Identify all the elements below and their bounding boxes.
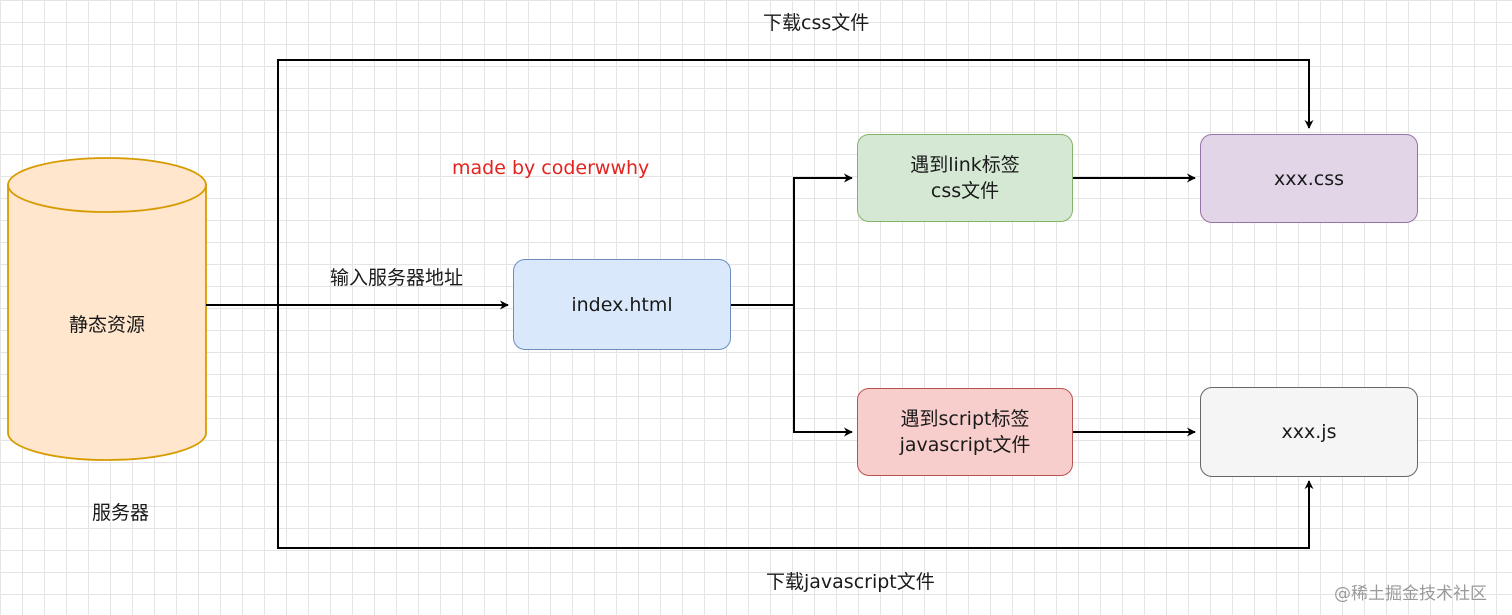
node-link-tag[interactable]: 遇到link标签 css文件 <box>857 134 1073 222</box>
static-resources-database[interactable] <box>7 157 207 461</box>
edge-label-input-address: 输入服务器地址 <box>330 267 464 289</box>
node-index-html[interactable]: index.html <box>513 259 731 350</box>
credit-text: made by coderwwhy <box>452 157 650 179</box>
edge-download-css[interactable] <box>277 59 1314 305</box>
node-script-tag[interactable]: 遇到script标签 javascript文件 <box>857 388 1073 476</box>
edge-download-js[interactable] <box>277 305 1314 549</box>
node-script-tag-line1: 遇到script标签 <box>900 408 1030 430</box>
node-js-file-label: xxx.js <box>1281 421 1337 443</box>
server-caption: 服务器 <box>92 502 150 524</box>
edge-to-script-tag[interactable] <box>793 305 853 437</box>
node-index-label: index.html <box>571 293 673 316</box>
node-link-tag-line2: css文件 <box>930 180 1000 202</box>
edge-to-link-tag[interactable] <box>793 173 853 305</box>
watermark: @稀土掘金技术社区 <box>1334 584 1487 604</box>
node-link-tag-line1: 遇到link标签 <box>910 154 1020 176</box>
node-css-file-label: xxx.css <box>1273 167 1345 190</box>
edge-label-download-js: 下载javascript文件 <box>766 571 935 593</box>
node-css-file[interactable]: xxx.css <box>1200 134 1418 223</box>
edge-label-download-css: 下载css文件 <box>763 12 870 34</box>
database-label: 静态资源 <box>68 314 145 336</box>
node-js-file[interactable]: xxx.js <box>1200 387 1418 477</box>
node-script-tag-line2: javascript文件 <box>899 434 1031 456</box>
